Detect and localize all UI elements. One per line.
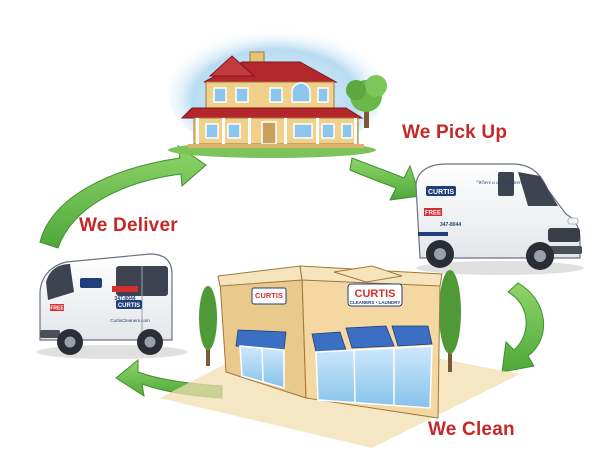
pickup-van-illustration: CURTIS "Where a smile matters" FREE 347-… [415,163,584,275]
cycle-arrow-icon [501,282,545,373]
svg-text:"Where a smile matters": "Where a smile matters" [476,181,526,186]
svg-text:CLEANERS • LAUNDRY: CLEANERS • LAUNDRY [350,300,401,305]
store-sign: CURTIS CLEANERS • LAUNDRY [347,283,403,307]
svg-text:CURTIS: CURTIS [428,189,454,196]
tree-icon [439,270,461,372]
tree-icon [346,75,387,128]
svg-text:FREE: FREE [50,306,64,312]
house-illustration [168,28,387,158]
svg-text:CURTIS: CURTIS [118,303,140,309]
svg-text:CurtisCleaners.com: CurtisCleaners.com [110,318,150,323]
storefront-illustration: CURTIS CLEANERS • LAUNDRY CURTIS [160,265,520,448]
step-label-pickup: We Pick Up [402,122,508,143]
svg-text:347-8044: 347-8044 [114,296,135,302]
van-logo: CURTIS [426,186,456,196]
svg-text:FREE: FREE [425,211,441,217]
svg-text:347-8044: 347-8044 [440,222,461,228]
cycle-arrow-icon [349,157,421,201]
svg-text:CURTIS: CURTIS [355,288,396,300]
step-label-deliver: We Deliver [79,215,178,236]
delivery-van-illustration: CURTIS FREE 347-8044 CurtisCleaners.com [36,253,188,359]
tree-icon [199,286,217,366]
step-label-clean: We Clean [428,419,515,440]
store-sign: CURTIS [251,287,287,305]
cycle-arrow-icon [39,144,207,249]
svg-text:CURTIS: CURTIS [255,291,283,300]
van-logo: CURTIS [116,300,142,309]
